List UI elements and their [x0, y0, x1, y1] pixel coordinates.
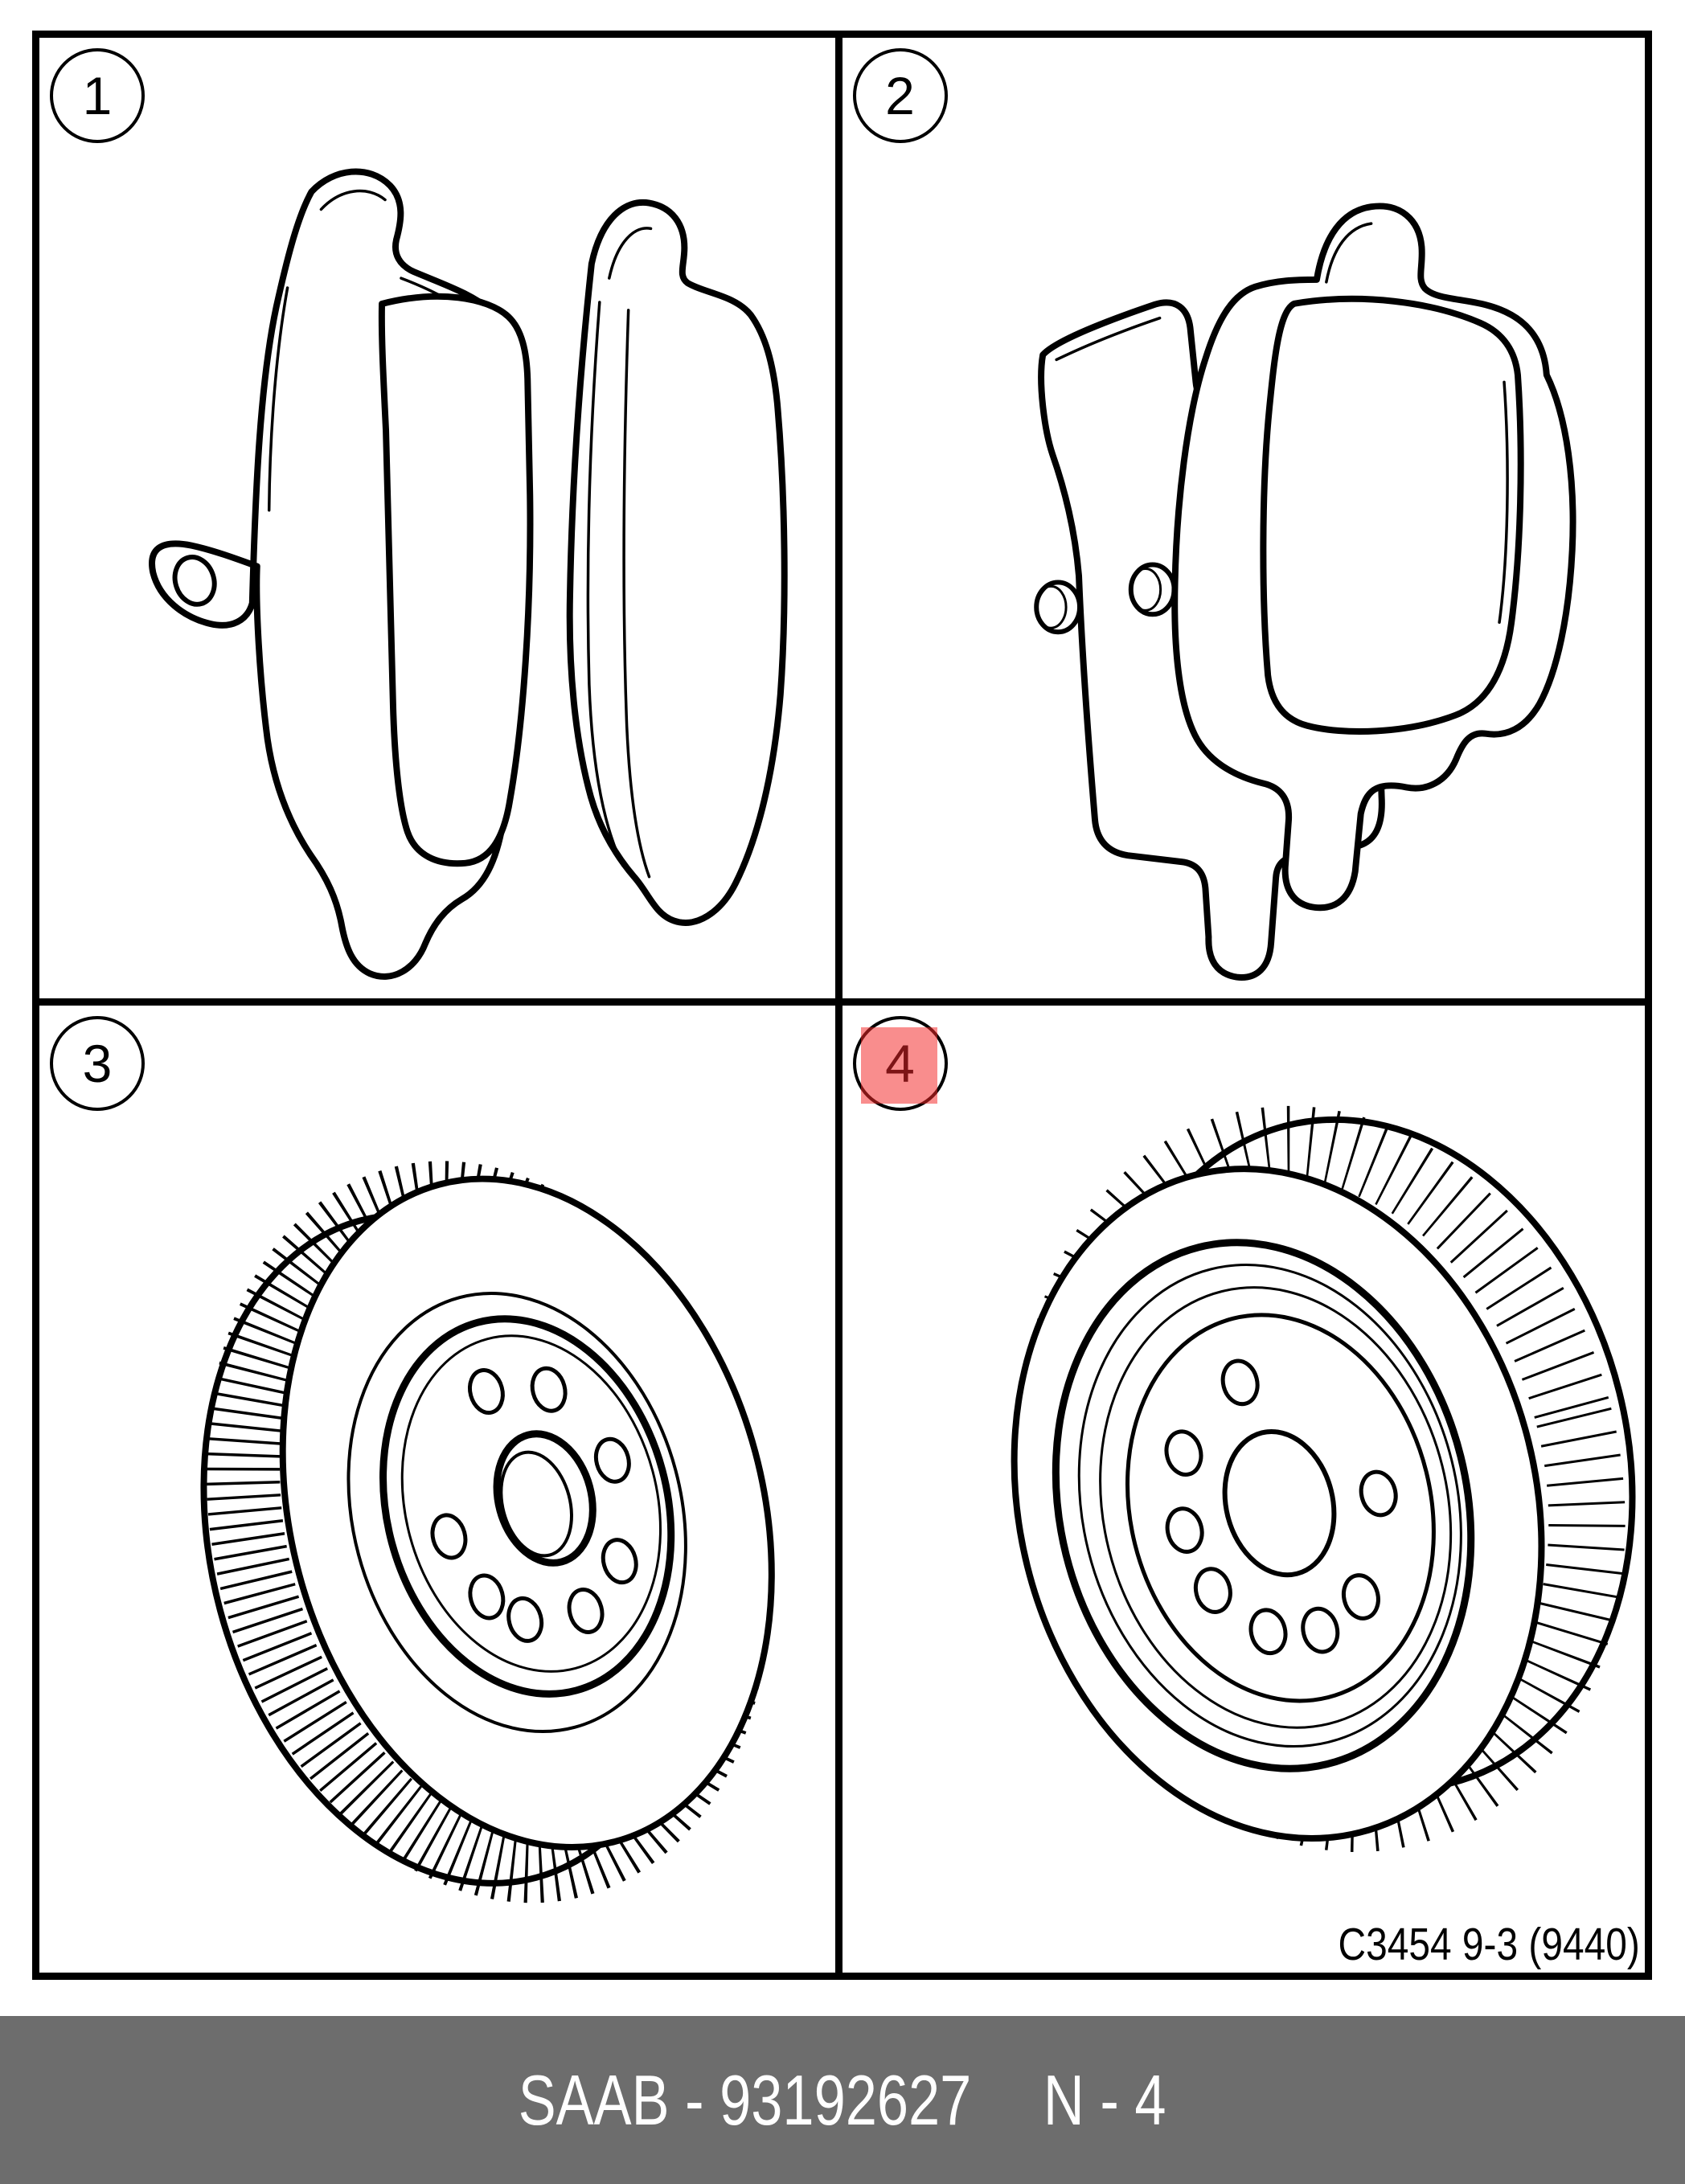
- footer-page-ref: N - 4: [1043, 2059, 1166, 2140]
- front-disc-hub: [346, 1291, 687, 1733]
- panel-rear-brake-disc[interactable]: 4 C3454 9-3 (9440): [842, 1005, 1645, 1973]
- panel-4-number: 4: [885, 1033, 915, 1093]
- footer-bar: SAAB - 93192627 N - 4: [0, 2016, 1685, 2184]
- panel-front-brake-pads[interactable]: 1: [39, 38, 843, 1006]
- front-pad-side-view: [566, 199, 788, 926]
- rear-disc-center-bore: [1222, 1428, 1336, 1577]
- panel-3-number: 3: [82, 1033, 113, 1093]
- rear-pad-friction-view: [1170, 203, 1576, 912]
- panel-3-badge[interactable]: 3: [50, 1015, 145, 1111]
- panel-front-brake-disc[interactable]: 3: [39, 1005, 843, 1973]
- footer-text: SAAB - 93192627 N - 4: [519, 2059, 1166, 2140]
- panel-2-number: 2: [885, 66, 915, 125]
- panel-2-badge[interactable]: 2: [852, 48, 948, 143]
- rear-disc-hub: [1052, 1238, 1474, 1772]
- panel-1-number: 1: [82, 66, 113, 125]
- highlight-marker: [860, 1026, 937, 1104]
- panel-rear-brake-pads[interactable]: 2: [842, 38, 1645, 1006]
- front-pad-back-view: [149, 168, 534, 980]
- diagram-frame: 1: [32, 31, 1652, 1980]
- rear-brake-disc-drawing: [1011, 1105, 1635, 1852]
- front-brake-disc-drawing: [200, 1160, 775, 1903]
- panel-4-badge[interactable]: 4: [852, 1015, 948, 1111]
- front-brake-pads-drawing: [149, 168, 788, 980]
- panel-1-badge[interactable]: 1: [50, 48, 145, 143]
- footer-brand-part: SAAB - 93192627: [519, 2059, 972, 2140]
- rear-brake-pads-drawing: [1033, 203, 1576, 981]
- diagram-code: C3454 9-3 (9440): [1338, 1919, 1640, 1970]
